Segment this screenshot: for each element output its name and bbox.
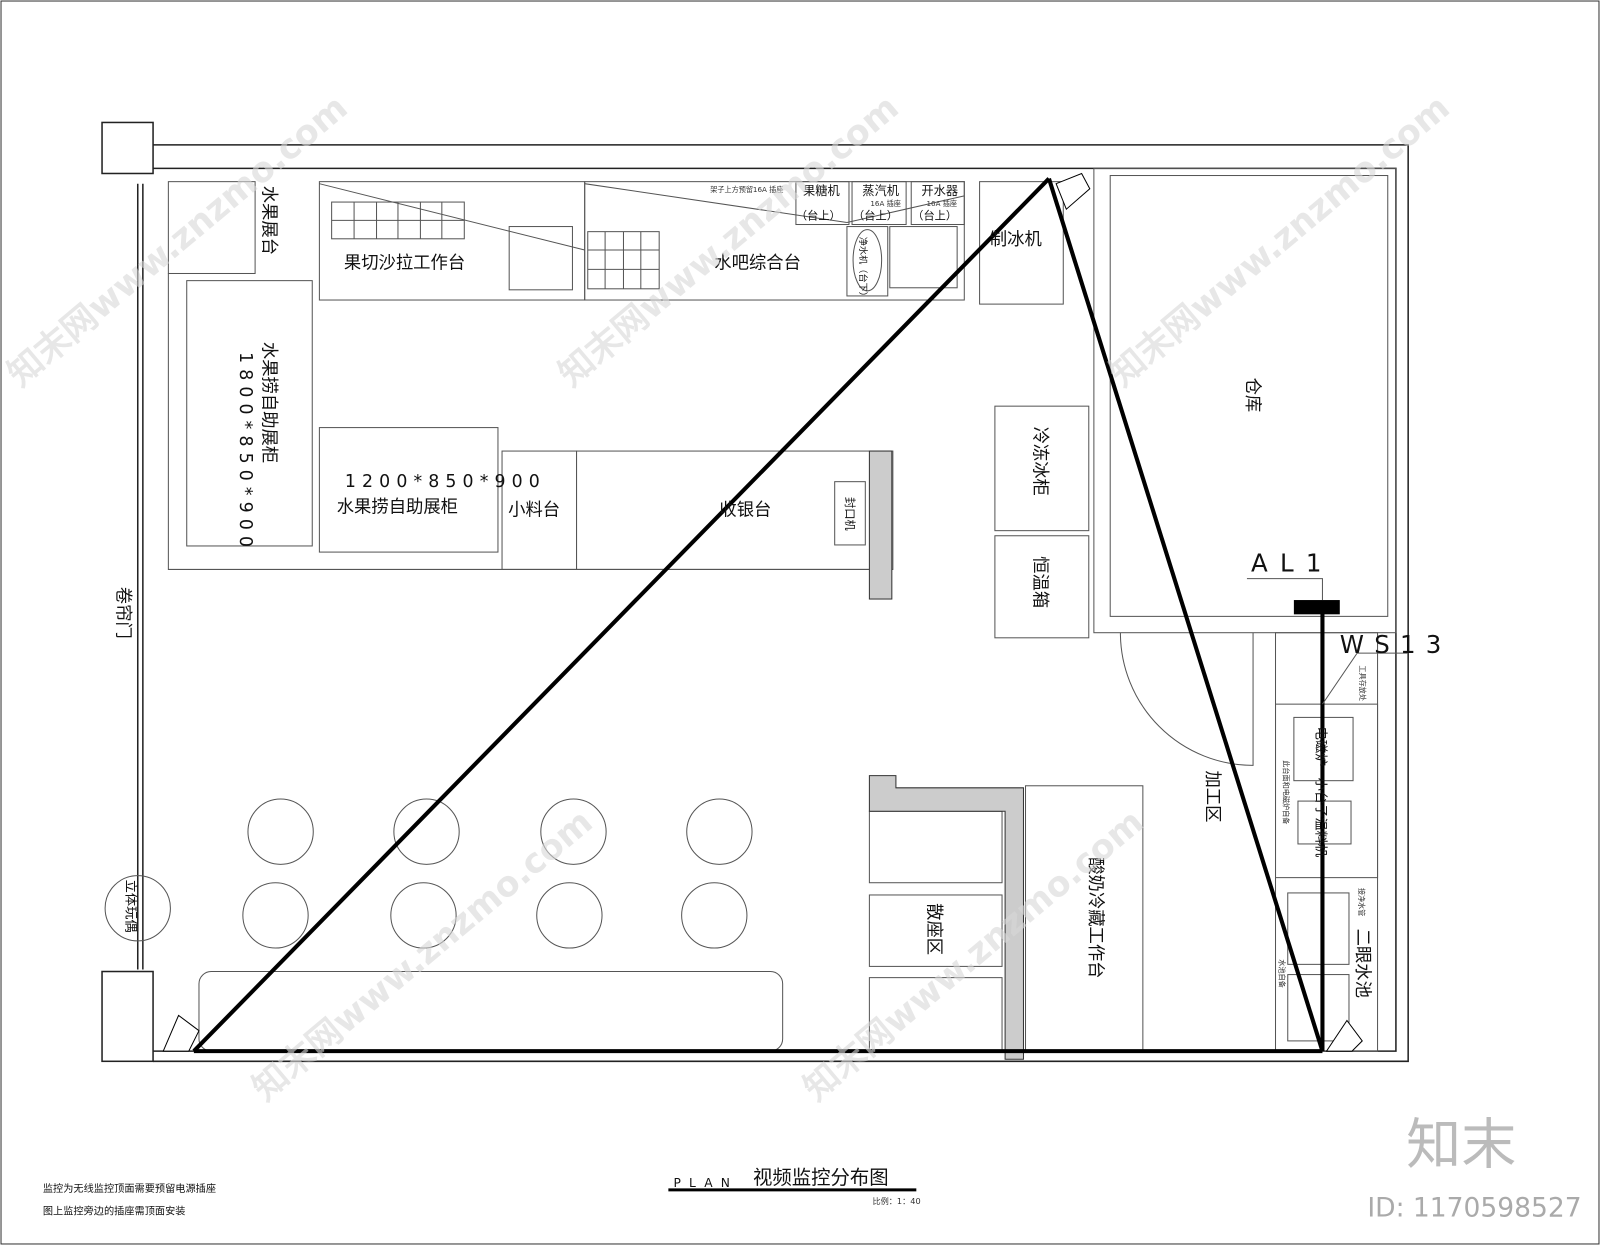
label-toy: 立体玩偶 — [123, 880, 139, 933]
tag-circuit: WS13 — [1340, 630, 1452, 659]
label-induction: 电磁炉 — [1312, 727, 1328, 767]
label-salad-bench: 果切沙拉工作台 — [344, 253, 465, 273]
label-water-bar: 水吧综合台 — [714, 253, 801, 273]
label-ice-machine: 制冰机 — [990, 230, 1042, 250]
label-water-purifier: 净水机（台下） — [857, 237, 869, 301]
plan-scale: 比例：1：40 — [872, 1196, 920, 1206]
label-self-cabinet-mid: 水果捞自助展柜 — [337, 497, 458, 517]
label-warehouse: 仓库 — [1242, 378, 1262, 413]
label-sealer: 封口机 — [843, 497, 857, 531]
plan-label: PLAN — [673, 1176, 738, 1190]
label-fructose: 果糖机 — [803, 183, 840, 198]
label-self-cabinet-left: 水果捞自助展柜 — [258, 342, 278, 463]
watermark-site: 知末网www.znzmo.com — [245, 802, 600, 1109]
top-counters — [167, 167, 1397, 634]
label-self-cabinet-left-dim: 1800*850*900 — [235, 352, 255, 553]
plan-title: 视频监控分布图 — [753, 1166, 889, 1189]
note-line-1: 监控为无线监控顶面需要预留电源插座 — [43, 1182, 216, 1195]
label-sink: 二眼水池 — [1352, 929, 1372, 998]
watermark-site: 知末网www.znzmo.com — [1103, 88, 1458, 395]
label-on-counter: （台上） — [853, 208, 898, 222]
camera-coverage — [192, 177, 1409, 1054]
watermark-brand: 知末 — [1406, 1112, 1516, 1176]
label-condiment: 小料台 — [508, 500, 560, 520]
label-shutter-door: 卷帘门 — [112, 587, 132, 639]
label-yogurt: 酸奶冷藏工作台 — [1085, 857, 1105, 978]
label-fruit-display: 水果展台 — [258, 186, 278, 255]
label-socket: 16A 插座 — [927, 199, 957, 208]
label-processing: 加工区 — [1202, 770, 1222, 822]
middle-fixtures — [167, 273, 1379, 1052]
label-counter-note: 此台面和电磁炉自备 — [1282, 760, 1291, 824]
label-cashier: 收银台 — [719, 500, 771, 520]
label-tool-storage: 工具存放处 — [1358, 665, 1367, 701]
label-sink-note: 水池自备 — [1278, 959, 1287, 988]
label-seating: 散座区 — [924, 903, 944, 955]
label-warmer: 小台子温料机 — [1312, 778, 1328, 858]
tag-panel: AL1 — [1251, 548, 1334, 577]
label-freezer: 冷冻冰柜 — [1030, 427, 1050, 496]
label-on-counter: （台上） — [912, 208, 957, 222]
label-incubator: 恒温箱 — [1030, 556, 1050, 608]
label-boiler: 开水器 — [921, 184, 958, 198]
label-purified-pipe: 接净水管 — [1357, 888, 1366, 917]
note-line-2: 图上监控旁边的插座需顶面安装 — [43, 1204, 186, 1217]
camera-icon — [162, 172, 1363, 1052]
label-on-counter: （台上） — [796, 208, 841, 222]
watermark-site: 知末网www.znzmo.com — [0, 88, 355, 395]
label-self-cabinet-mid-dim: 1200*850*900 — [345, 472, 546, 492]
label-steam: 蒸汽机 — [862, 183, 899, 198]
label-shelf-socket: 架子上方预留16A 插座 — [710, 185, 783, 194]
label-socket: 16A 插座 — [870, 199, 900, 208]
watermark-id: ID: 1170598527 — [1367, 1192, 1581, 1223]
